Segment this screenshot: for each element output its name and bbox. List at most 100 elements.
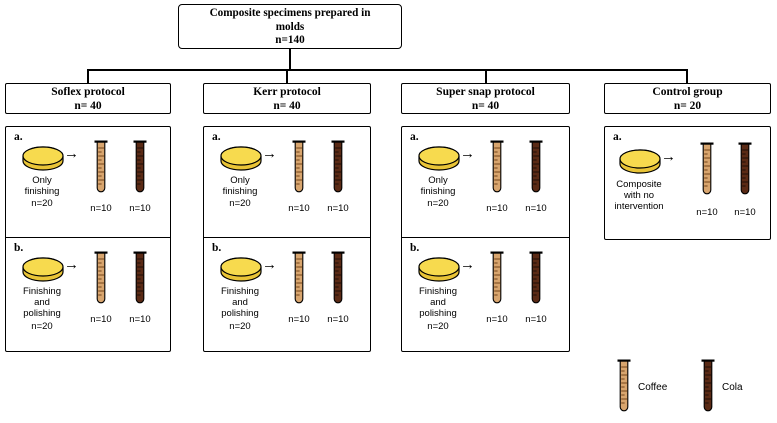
composite-disc-icon	[418, 257, 460, 282]
section-count: n=20	[229, 198, 251, 210]
legend-cola-item: Cola	[701, 358, 743, 416]
section-label: b.	[212, 242, 222, 254]
root-count: n=140	[275, 34, 305, 47]
cola-tube-count: n=10	[525, 203, 547, 214]
section-count: n=20	[427, 320, 449, 332]
section-text: Composite with no intervention	[607, 179, 671, 213]
section-text: Only finishing n=20	[412, 175, 464, 210]
group-name: Control group	[652, 86, 723, 98]
section-text: Only finishing n=20	[214, 175, 266, 210]
group-count: n= 20	[673, 100, 702, 113]
section-label: a.	[212, 131, 221, 143]
composite-disc-icon	[418, 146, 460, 171]
legend-cola-label: Cola	[722, 381, 743, 393]
arrow-icon: →	[460, 145, 475, 162]
coffee-tube-count: n=10	[288, 314, 310, 325]
arrow-icon: →	[661, 148, 676, 165]
group-count: n= 40	[74, 100, 102, 113]
section-b: b. → Finishing and polishing n=20 n=10 n…	[6, 237, 170, 350]
coffee-tube-count: n=10	[90, 203, 112, 214]
coffee-tube-count: n=10	[696, 207, 718, 218]
section-description: Finishing and polishing	[418, 286, 458, 320]
composite-disc-icon	[220, 257, 262, 282]
cola-tube-icon	[133, 251, 147, 304]
section-label: a.	[613, 131, 622, 143]
arrow-icon: →	[262, 145, 277, 162]
coffee-tube-icon	[700, 142, 714, 195]
section-text: Finishing and polishing n=20	[412, 286, 464, 332]
coffee-tube-icon	[292, 251, 306, 304]
section-label: a.	[410, 131, 419, 143]
cola-tube-count: n=10	[129, 314, 151, 325]
section-label: b.	[14, 242, 24, 254]
group-box-control: a. → Composite with no intervention n=10…	[604, 126, 771, 240]
coffee-tube-count: n=10	[486, 203, 508, 214]
section-a: a. → Only finishing n=20 n=10 n=10	[6, 127, 170, 237]
connector-line	[87, 69, 688, 71]
composite-disc-icon	[619, 149, 661, 174]
section-count: n=20	[427, 198, 449, 210]
group-header-control: Control group n= 20	[604, 83, 771, 114]
cola-tube-count: n=10	[129, 203, 151, 214]
group-count: n= 40	[471, 100, 500, 113]
root-title: Composite specimens prepared in molds	[209, 7, 371, 33]
coffee-tube-icon	[94, 140, 108, 193]
section-description: Finishing and polishing	[220, 286, 260, 320]
cola-tube-icon	[529, 140, 543, 193]
group-header-kerr: Kerr protocol n= 40	[203, 83, 371, 114]
cola-tube-icon	[331, 251, 345, 304]
cola-tube-count: n=10	[327, 203, 349, 214]
section-description: Finishing and polishing	[22, 286, 62, 320]
legend-coffee-label: Coffee	[638, 381, 668, 393]
section-text: Finishing and polishing n=20	[16, 286, 68, 332]
connector-line	[686, 70, 688, 83]
section-count: n=20	[31, 198, 53, 210]
group-header-soflex: Soflex protocol n= 40	[5, 83, 171, 114]
section-text: Finishing and polishing n=20	[214, 286, 266, 332]
group-header-super-snap: Super snap protocol n= 40	[401, 83, 570, 114]
legend-coffee-item: Coffee	[617, 358, 667, 416]
coffee-tube-count: n=10	[90, 314, 112, 325]
coffee-tube-icon	[490, 251, 504, 304]
section-a: a. → Only finishing n=20 n=10 n=10	[402, 127, 569, 237]
composite-disc-icon	[22, 146, 64, 171]
arrow-icon: →	[64, 256, 79, 273]
section-count: n=20	[31, 320, 53, 332]
cola-tube-icon	[701, 359, 715, 412]
cola-tube-count: n=10	[734, 207, 756, 218]
cola-tube-count: n=10	[327, 314, 349, 325]
coffee-tube-count: n=10	[486, 314, 508, 325]
connector-line	[485, 70, 487, 83]
coffee-tube-icon	[292, 140, 306, 193]
group-box-super-snap: a. → Only finishing n=20 n=10 n=10 b. → …	[401, 126, 570, 352]
connector-line	[289, 48, 291, 70]
section-a: a. → Only finishing n=20 n=10 n=10	[204, 127, 370, 237]
cola-tube-icon	[529, 251, 543, 304]
section-text: Only finishing n=20	[16, 175, 68, 210]
group-count: n= 40	[273, 100, 301, 113]
cola-tube-icon	[738, 142, 752, 195]
group-box-soflex: a. → Only finishing n=20 n=10 n=10 b. → …	[5, 126, 171, 352]
arrow-icon: →	[460, 256, 475, 273]
arrow-icon: →	[64, 145, 79, 162]
coffee-tube-icon	[94, 251, 108, 304]
root-box: Composite specimens prepared in molds n=…	[178, 4, 402, 49]
arrow-icon: →	[262, 256, 277, 273]
coffee-tube-count: n=10	[288, 203, 310, 214]
composite-disc-icon	[220, 146, 262, 171]
coffee-tube-icon	[617, 359, 631, 412]
section-description: Composite with no intervention	[614, 179, 664, 213]
section-b: b. → Finishing and polishing n=20 n=10 n…	[402, 237, 569, 350]
composite-disc-icon	[22, 257, 64, 282]
coffee-tube-icon	[490, 140, 504, 193]
group-name: Soflex protocol	[51, 86, 125, 98]
section-a: a. → Composite with no intervention n=10…	[605, 127, 770, 237]
section-description: Only finishing	[420, 175, 456, 198]
section-label: b.	[410, 242, 420, 254]
section-label: a.	[14, 131, 23, 143]
cola-tube-icon	[133, 140, 147, 193]
connector-line	[286, 70, 288, 83]
group-name: Kerr protocol	[253, 86, 321, 98]
group-name: Super snap protocol	[436, 86, 535, 98]
